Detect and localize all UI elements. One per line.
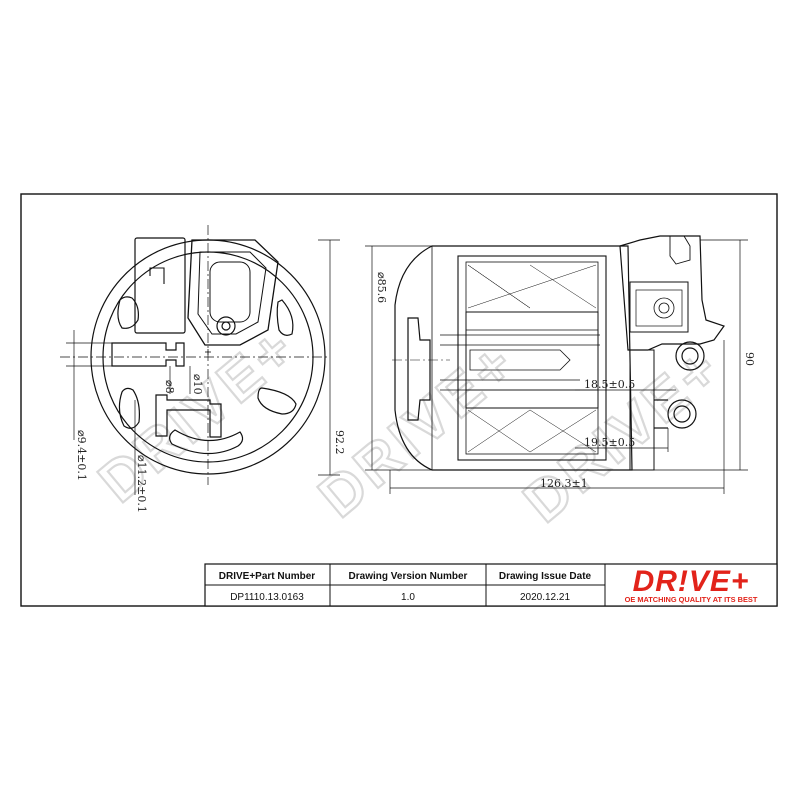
slot-right: [257, 387, 297, 415]
title-block: DRIVE+Part Number Drawing Version Number…: [204, 563, 778, 607]
slot-left-lower: [118, 387, 140, 429]
dim-8: ⌀8: [163, 380, 176, 394]
dim-11-2: ⌀11.2±0.1: [135, 455, 148, 513]
lower-pipe: [155, 394, 222, 438]
connector-housing: [134, 237, 186, 334]
filter-pleats: [467, 264, 597, 453]
end-view: [60, 225, 330, 485]
section-view-dimension-labels: ⌀85.6 90 126.3±1 18.5±0.5 19.5±0.5: [375, 272, 756, 490]
dim-92-2: 92.2: [333, 430, 346, 455]
dim-9-4: ⌀9.4±0.1: [75, 430, 88, 481]
section-view: [392, 235, 725, 471]
end-view-dimensions: [66, 239, 340, 495]
dim-18-5: 18.5±0.5: [584, 378, 635, 391]
dim-10: ⌀10: [191, 374, 204, 395]
mount-bracket: [187, 239, 279, 346]
dim-19-5: 19.5±0.5: [584, 436, 635, 449]
dim-85-6: ⌀85.6: [375, 272, 388, 303]
version-value: 1.0: [401, 592, 415, 603]
dim-90: 90: [743, 352, 756, 366]
issue-date-value: 2020.12.21: [520, 592, 570, 603]
slot-right-upper: [276, 299, 294, 336]
outlet-port-upper: [675, 341, 705, 371]
upper-pipe: [111, 342, 185, 367]
slot-left-upper: [117, 296, 139, 329]
svg-text:DRIVE+: DRIVE+: [512, 334, 734, 535]
outlet-port-lower: [667, 399, 697, 429]
header-part-number: DRIVE+Part Number: [219, 571, 316, 582]
inner-rods: [440, 334, 600, 391]
part-number-value: DP1110.13.0163: [230, 592, 304, 603]
end-view-dimension-labels: 92.2 ⌀9.4±0.1 ⌀8 ⌀10 ⌀11.2±0.1: [75, 374, 346, 513]
slot-bottom: [169, 429, 244, 455]
header-issue-date: Drawing Issue Date: [499, 571, 592, 582]
brand-tagline: OE MATCHING QUALITY AT ITS BEST: [625, 595, 758, 604]
bracket-bolt: [216, 316, 236, 336]
center-tube: [465, 311, 599, 409]
brand-logo: DR!VE+: [633, 565, 750, 598]
drain-stem: [407, 317, 431, 421]
header-version: Drawing Version Number: [349, 571, 468, 582]
dim-126-3: 126.3±1: [540, 477, 588, 490]
section-view-dimensions: [365, 239, 748, 494]
head-assembly: [619, 235, 725, 351]
filter-element: [457, 255, 607, 461]
